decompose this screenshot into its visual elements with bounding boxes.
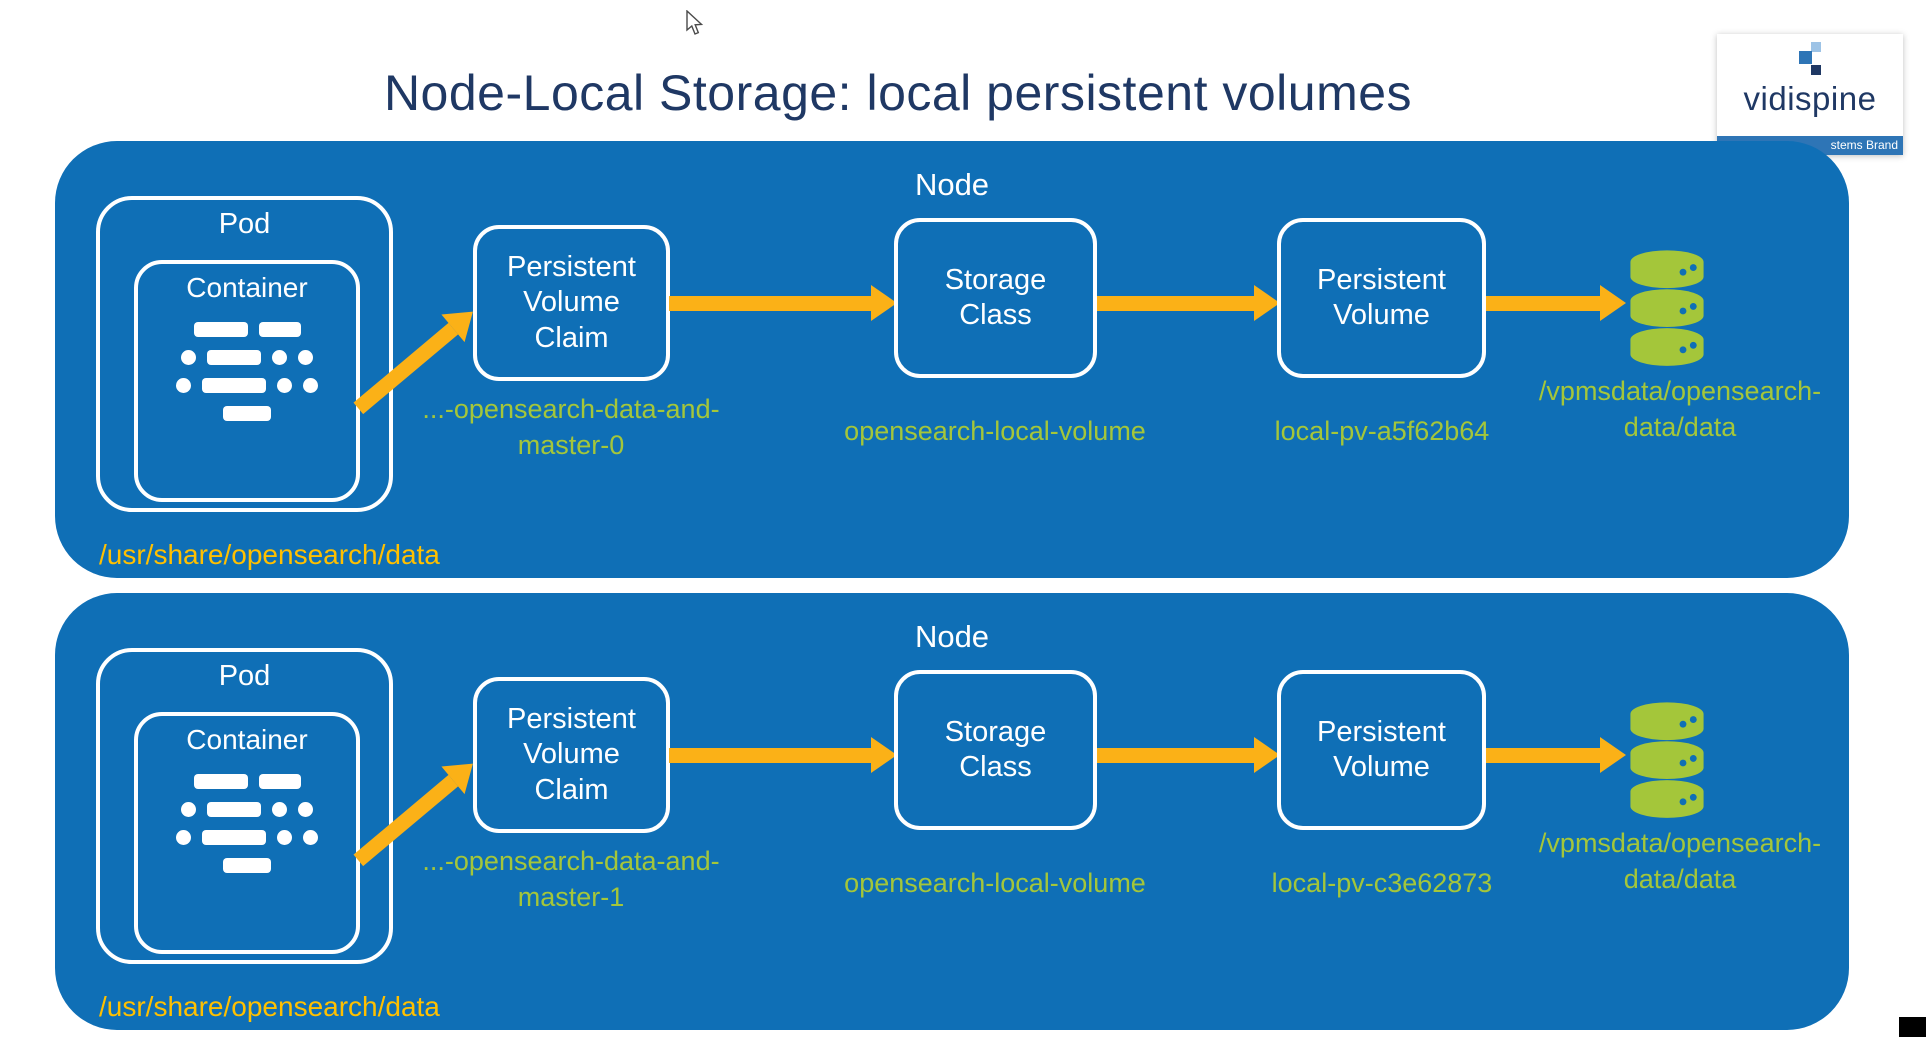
storage-class-box-label: Storage Class <box>944 715 1047 783</box>
pvc-name: ...-opensearch-data-and-master-0 <box>422 394 720 461</box>
vidispine-logo: vidispine stems Brand <box>1717 34 1903 155</box>
node-group-1: Node Pod Container Persistent Volume Cla… <box>55 141 1849 578</box>
database-icon <box>1627 699 1707 819</box>
container-label: Container <box>186 272 308 303</box>
node-group-2: Node Pod Container Persistent Volume Cla… <box>55 593 1849 1030</box>
storage-class-name: opensearch-local-volume <box>844 868 1146 898</box>
arrow-pvc-to-storageclass-icon <box>669 737 897 773</box>
node-title: Node <box>914 167 990 202</box>
persistent-volume-name: local-pv-a5f62b64 <box>1274 416 1490 446</box>
container-mount-path: /usr/share/opensearch/data <box>99 991 440 1022</box>
pvc-box: Persistent Volume Claim <box>473 677 670 833</box>
persistent-volume-box: Persistent Volume <box>1277 670 1486 830</box>
pvc-name: ...-opensearch-data-and-master-1 <box>422 846 720 913</box>
persistent-volume-path: /vpmsdata/opensearch-data/data <box>1538 376 1822 443</box>
container-code-icon <box>138 774 356 873</box>
screen-corner-artifact <box>1899 1017 1926 1037</box>
persistent-volume-name: local-pv-c3e62873 <box>1271 868 1493 898</box>
arrow-pv-to-disk-icon <box>1486 285 1626 321</box>
pod-box: Pod Container <box>96 648 393 964</box>
container-label: Container <box>186 724 308 755</box>
brand-name: vidispine <box>1743 80 1877 117</box>
pod-box: Pod Container <box>96 196 393 512</box>
storage-class-box-label: Storage Class <box>944 263 1047 331</box>
pod-label: Pod <box>218 660 271 692</box>
storage-class-box: Storage Class <box>894 218 1097 378</box>
mouse-cursor-icon <box>685 9 707 41</box>
arrow-storageclass-to-pv-icon <box>1097 285 1280 321</box>
container-box: Container <box>134 260 360 502</box>
container-mount-path: /usr/share/opensearch/data <box>99 539 440 570</box>
arrow-pv-to-disk-icon <box>1486 737 1626 773</box>
pvc-box-label: Persistent Volume Claim <box>507 250 636 354</box>
persistent-volume-path: /vpmsdata/opensearch-data/data <box>1538 828 1822 895</box>
persistent-volume-box: Persistent Volume <box>1277 218 1486 378</box>
database-icon <box>1627 247 1707 367</box>
page-title: Node-Local Storage: local persistent vol… <box>383 65 1413 121</box>
vidispine-logo-icon <box>1793 42 1827 78</box>
arrow-pvc-to-storageclass-icon <box>669 285 897 321</box>
storage-class-name: opensearch-local-volume <box>844 416 1146 446</box>
persistent-volume-box-label: Persistent Volume <box>1317 715 1446 783</box>
container-code-icon <box>138 322 356 421</box>
container-box: Container <box>134 712 360 954</box>
pod-label: Pod <box>218 208 271 240</box>
pvc-box-label: Persistent Volume Claim <box>507 702 636 806</box>
persistent-volume-box-label: Persistent Volume <box>1317 263 1446 331</box>
arrow-storageclass-to-pv-icon <box>1097 737 1280 773</box>
node-title: Node <box>914 619 990 654</box>
pvc-box: Persistent Volume Claim <box>473 225 670 381</box>
storage-class-box: Storage Class <box>894 670 1097 830</box>
